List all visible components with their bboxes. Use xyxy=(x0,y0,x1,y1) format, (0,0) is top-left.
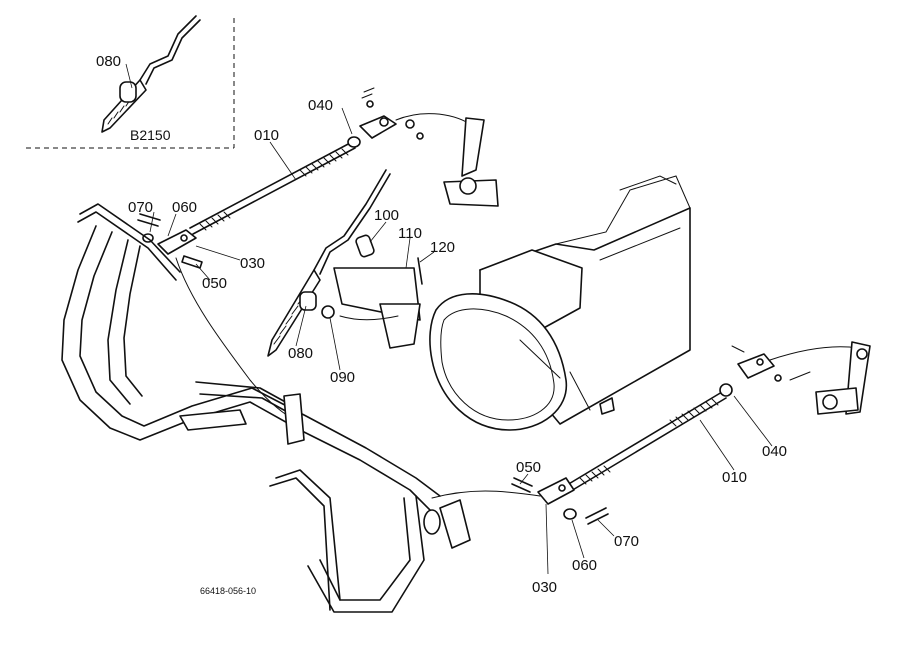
drawing-number: 66418-056-10 xyxy=(200,586,256,596)
upper-clevis-assembly xyxy=(359,87,499,207)
label-010-upper: 010 xyxy=(254,127,279,144)
nut-040-lower xyxy=(719,383,733,397)
label-060-lower: 060 xyxy=(572,557,597,574)
label-030-left: 030 xyxy=(240,255,265,272)
bushing-090 xyxy=(321,305,335,319)
pedal-frame xyxy=(61,203,471,613)
label-030-lower: 030 xyxy=(532,579,557,596)
label-090: 090 xyxy=(330,369,355,386)
leader-lines xyxy=(125,63,773,575)
inset-pedal-lever xyxy=(101,15,201,133)
label-040-upper: 040 xyxy=(308,97,333,114)
nut-040-upper xyxy=(347,136,361,148)
label-080-middle: 080 xyxy=(288,345,313,362)
right-governor-link xyxy=(731,341,871,415)
label-080-inset: 080 xyxy=(96,53,121,70)
label-010-lower: 010 xyxy=(722,469,747,486)
label-120: 120 xyxy=(430,239,455,256)
label-110: 110 xyxy=(398,225,422,242)
lower-clevis-group xyxy=(431,477,609,525)
label-060-left: 060 xyxy=(172,199,197,216)
label-050-left: 050 xyxy=(202,275,227,292)
label-model-b2150: B2150 xyxy=(130,127,171,143)
label-070-lower: 070 xyxy=(614,533,639,550)
label-100: 100 xyxy=(374,207,399,224)
label-040-lower: 040 xyxy=(762,443,787,460)
left-clevis-group xyxy=(137,213,297,421)
upper-rod-010 xyxy=(189,136,361,235)
inset-box xyxy=(26,15,235,149)
engine-block xyxy=(429,175,691,431)
label-070-left: 070 xyxy=(128,199,153,216)
label-050-lower: 050 xyxy=(516,459,541,476)
lower-rod-010 xyxy=(561,383,733,495)
middle-pedal-assembly xyxy=(267,169,423,357)
